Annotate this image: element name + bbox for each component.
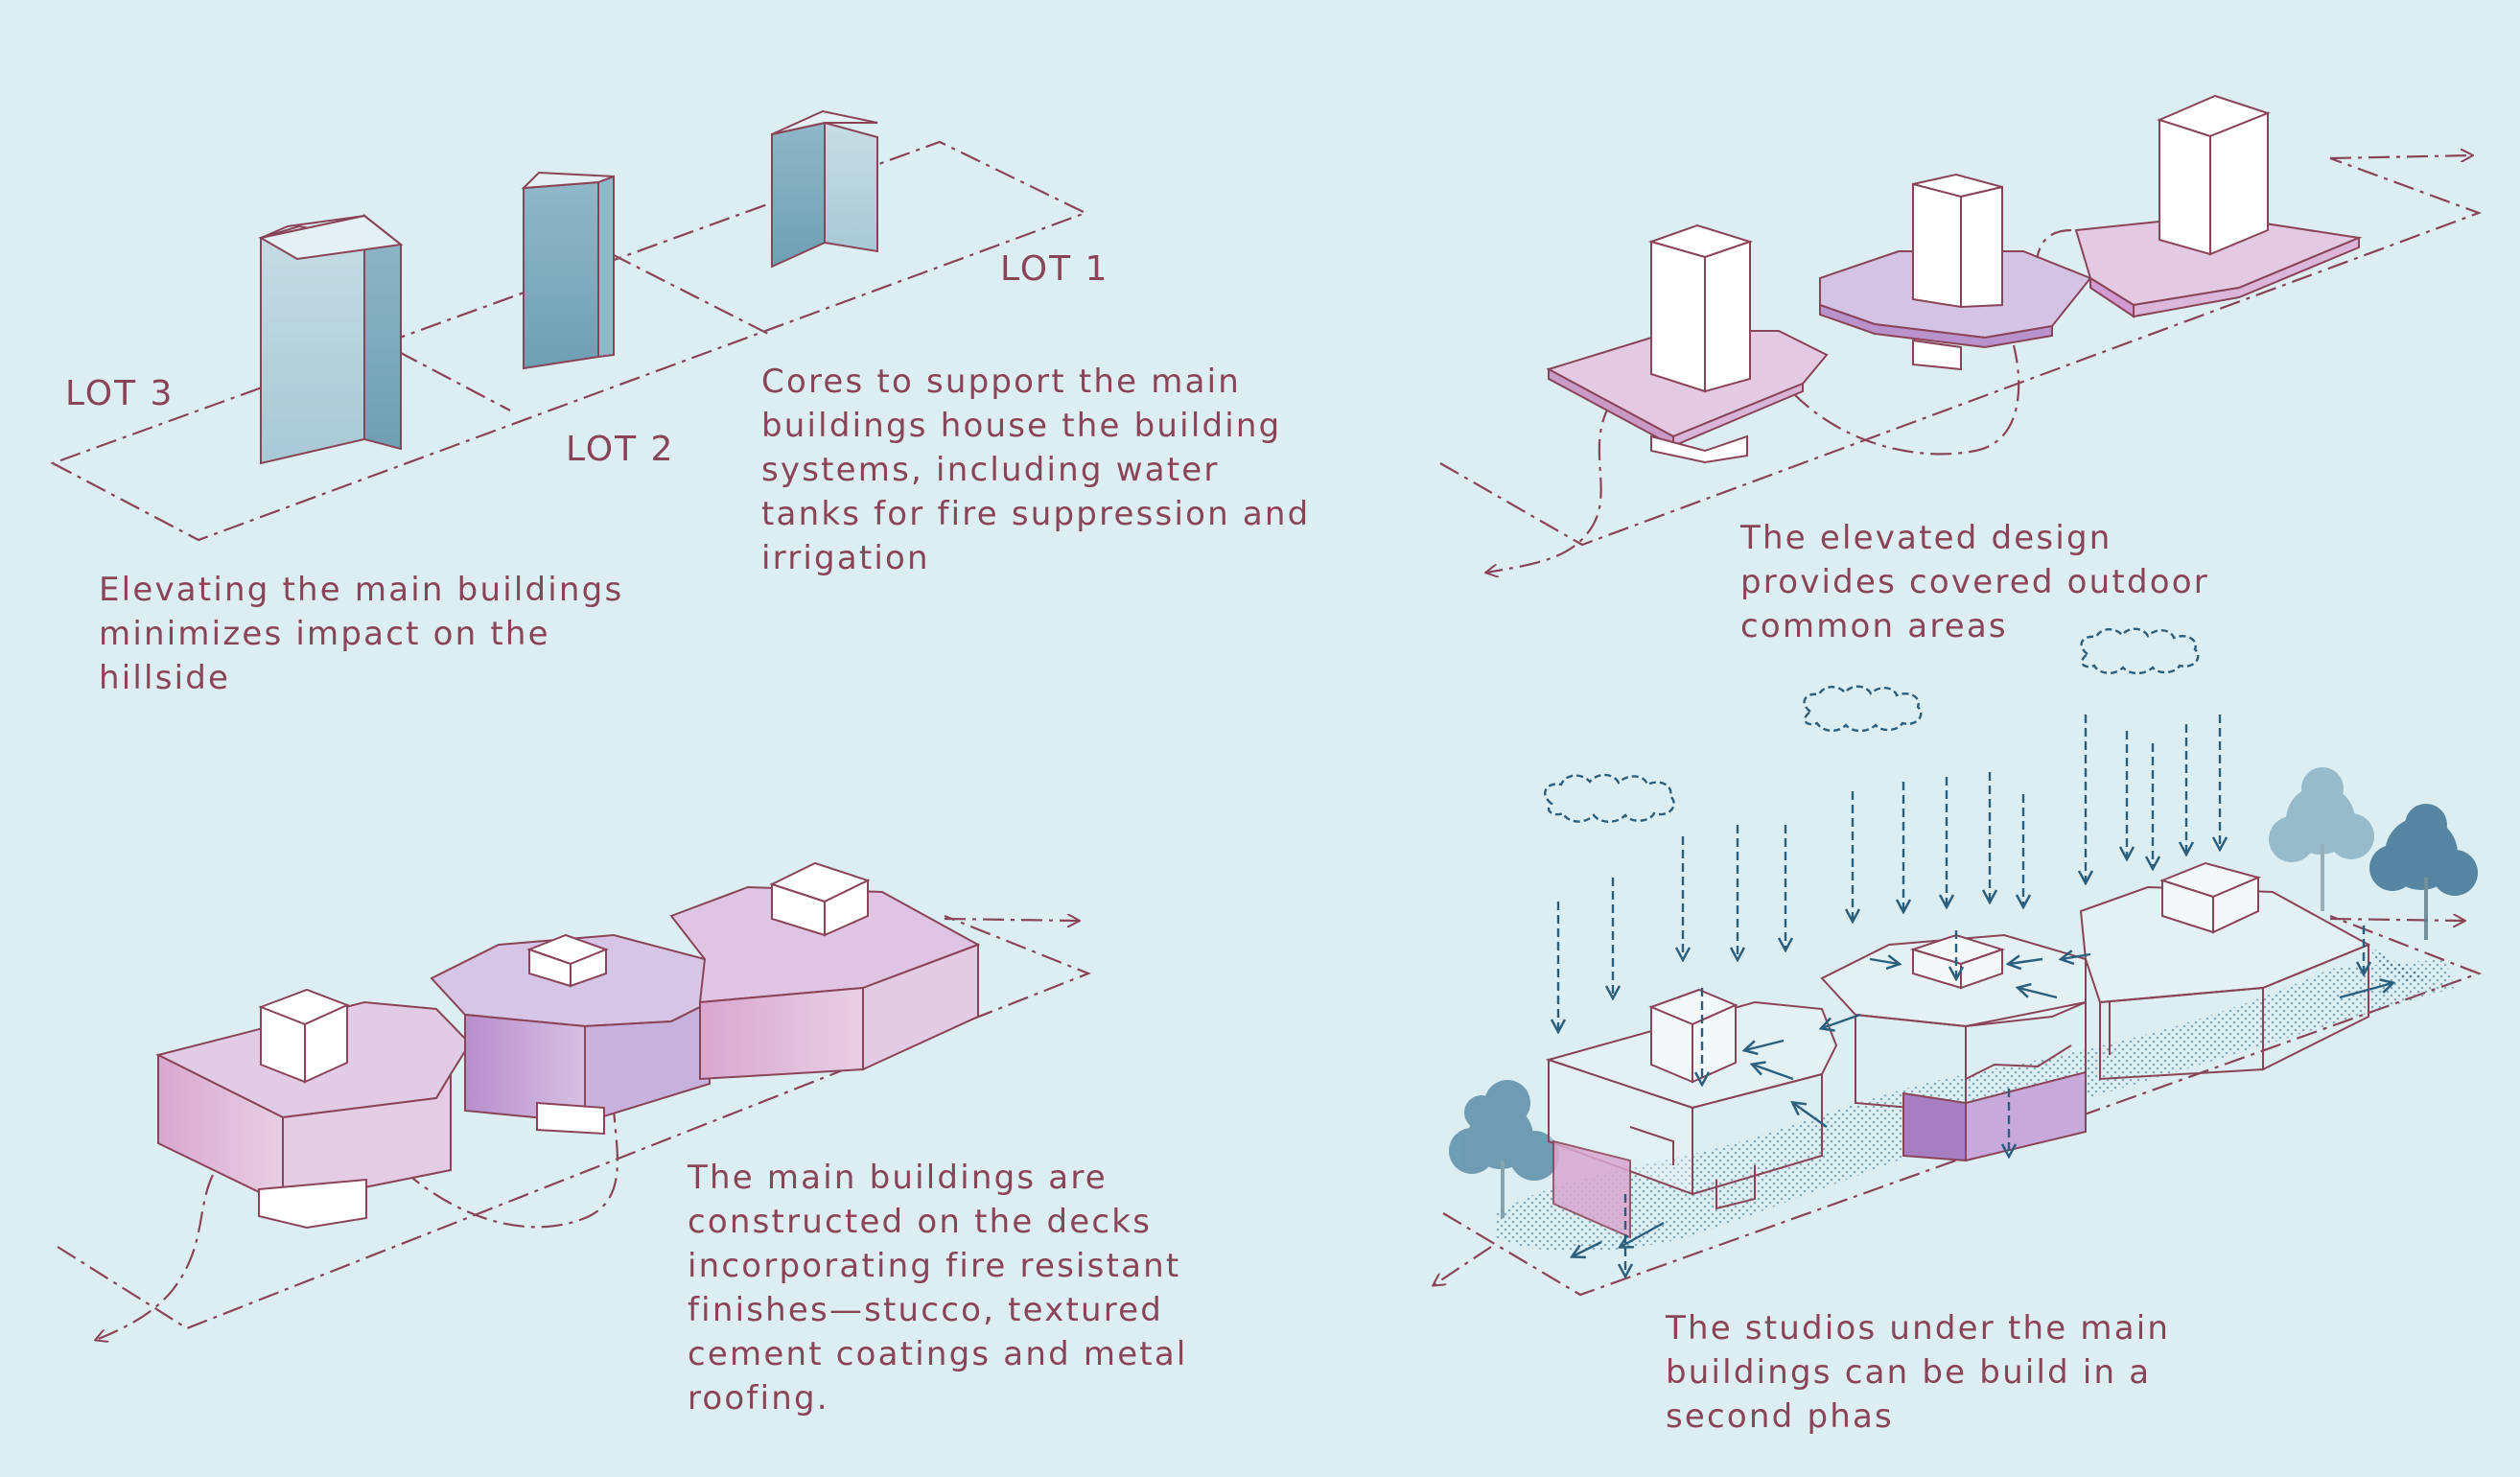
cloud-icon: [2080, 627, 2200, 675]
site-outline-decks: [57, 916, 1091, 1340]
site-outline-studios: [1434, 916, 2483, 1297]
core-elevated-middle: [1912, 173, 2003, 371]
panel-cores: [50, 109, 1088, 542]
studio-building-east: [2079, 885, 2371, 1081]
core-lot1: [771, 109, 878, 269]
caption-elevated-design: The elevated design provides covered out…: [1740, 519, 2209, 645]
caption-decks: The main buildings are constructed on th…: [688, 1159, 1188, 1418]
panel-studios: [1434, 627, 2483, 1297]
panel-elevated: [1439, 94, 2483, 573]
core-block-east: [769, 861, 871, 937]
studio-core-east: [2159, 861, 2262, 934]
lot-label-1: LOT 1: [1000, 249, 1109, 289]
deck-building-east: [669, 885, 981, 1081]
sun-arrows: [1558, 715, 2364, 1276]
lot-label-2: LOT 2: [566, 430, 675, 469]
cloud-icon: [1803, 685, 1923, 733]
core-block-west: [258, 988, 350, 1084]
tree-east: [2269, 767, 2478, 940]
panel-decks: [57, 861, 1091, 1340]
core-lot2: [521, 171, 615, 370]
site-lot-outline: [50, 140, 1088, 542]
core-lot3: [258, 213, 404, 465]
lot-label-3: LOT 3: [65, 374, 175, 413]
tree-west: [1449, 1080, 1559, 1218]
core-block-middle: [526, 933, 609, 988]
core-elevated-east: [2157, 94, 2271, 256]
cloud-icons: [1544, 627, 2200, 823]
air-flow-arrows: [1573, 954, 2392, 1256]
cloud-icon: [1544, 773, 1675, 823]
core-elevated-west: [1647, 223, 1754, 464]
caption-cores: Cores to support the main buildings hous…: [761, 363, 1311, 577]
studio-core-west: [1648, 988, 1738, 1084]
caption-studios: The studios under the main buildings can…: [1666, 1309, 2171, 1436]
caption-elevating: Elevating the main buildings minimizes i…: [99, 571, 624, 697]
